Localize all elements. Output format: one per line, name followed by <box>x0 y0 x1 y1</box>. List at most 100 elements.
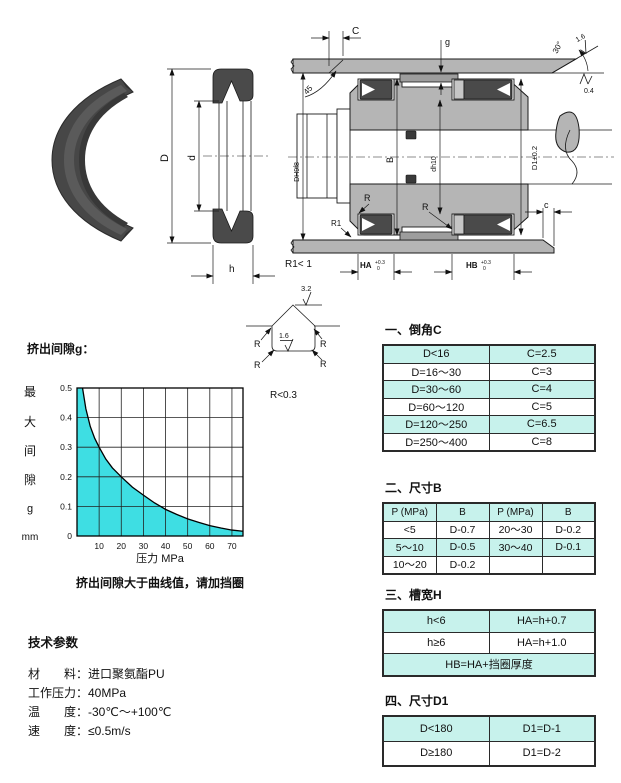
technical-parameters: 技术参数 材 料：进口聚氨酯PU 工作压力：40MPa 温 度：-30℃～+10… <box>28 632 171 741</box>
y-axis-char-1: 最 <box>24 385 36 399</box>
angle-45-label: 45 <box>302 83 315 96</box>
table-cell: D1=D-2 <box>488 740 596 767</box>
table-cell: 30～40 <box>488 538 543 557</box>
o-ring-lower <box>405 174 417 184</box>
radius-label-detail-4: R <box>320 359 327 369</box>
table-cell: D=250～400 <box>382 432 490 452</box>
table-cell: D1=D-1 <box>488 715 596 742</box>
table-cell: C=5 <box>488 397 596 416</box>
table-cell: 20～30 <box>488 520 543 539</box>
table-cell: C=6.5 <box>488 415 596 434</box>
y-tick-label: 0.3 <box>60 442 72 452</box>
table-cell: D-0.1 <box>541 538 596 557</box>
tech-param-speed: 速 度：≤0.5m/s <box>28 724 131 738</box>
table-cell <box>541 555 596 575</box>
table-header-cell: P (MPa) <box>382 502 437 522</box>
seal-3d-render <box>51 78 134 242</box>
chart-caption: 挤出间隙大于曲线值，请加挡圈 <box>76 576 245 590</box>
radius-label-detail-3: R <box>254 360 261 370</box>
dim-label-h: h <box>229 264 235 275</box>
x-tick-label: 40 <box>161 541 171 551</box>
roughness-3-2-label: 3.2 <box>301 284 311 293</box>
backup-ring-upper <box>453 79 465 100</box>
table-title-chamfer-c: 一、倒角C <box>385 323 442 337</box>
chart-axis-labels: 最 大 间 隙 g mm 压力 MPa <box>22 385 185 565</box>
table-cell: <5 <box>382 520 437 539</box>
dim-label-g: g <box>445 37 450 47</box>
table-cell: h≥6 <box>382 631 490 654</box>
roughness-1-6-detail-label: 1.6 <box>279 333 289 340</box>
table-header-cell: P (MPa) <box>488 502 543 522</box>
dim-label-HA: HA <box>360 261 372 270</box>
dim-label-HB: HB <box>466 261 478 270</box>
table-cell: D-0.2 <box>541 520 596 539</box>
piston-seal-lower-right <box>463 214 513 235</box>
x-tick-label: 20 <box>117 541 127 551</box>
table-cell: C=3 <box>488 362 596 381</box>
y-tick-label: 0.4 <box>60 413 72 423</box>
washer <box>336 108 351 204</box>
table-cell: C=2.5 <box>488 344 596 364</box>
radius-label-detail-1: R <box>254 339 261 349</box>
table-cell: D-0.5 <box>435 538 490 557</box>
table-cell: D=60～120 <box>382 397 490 416</box>
tech-param-material: 材 料：进口聚氨酯PU <box>28 667 165 681</box>
chart-curve <box>81 387 244 532</box>
x-tick-label: 70 <box>227 541 237 551</box>
x-tick-label: 10 <box>94 541 104 551</box>
o-ring-upper <box>405 130 417 140</box>
table-header-cell: B <box>435 502 490 522</box>
dim-label-D1: D1±0.2 <box>530 146 539 170</box>
table-cell: 10～20 <box>382 555 437 575</box>
y-axis-char-6: mm <box>22 532 39 543</box>
cylinder-wall-top <box>292 58 578 74</box>
table-cell: D<180 <box>382 715 490 742</box>
table-cell: HA=h+1.0 <box>488 631 596 654</box>
rod-break-section <box>555 111 580 153</box>
table-cell: C=4 <box>488 380 596 399</box>
table-header-cell: B <box>541 502 596 522</box>
radius-label-R1: R1 <box>331 219 342 228</box>
y-axis-char-2: 大 <box>24 415 36 429</box>
seal-3d-highlight <box>64 85 127 235</box>
seal-cross-section-drawing: D d h <box>159 68 275 284</box>
backup-ring-lower <box>453 214 465 235</box>
HB-tolerance-upper: +0.3 <box>481 260 491 266</box>
y-tick-label: 0.5 <box>60 383 72 393</box>
seal-profile-top <box>212 68 254 104</box>
x-axis-label: 压力 MPa <box>136 552 185 565</box>
dim-label-C: C <box>352 26 359 37</box>
tech-param-pressure: 工作压力：40MPa <box>28 686 127 700</box>
piston-seal-upper-left <box>359 79 393 100</box>
dim-label-bore-DH9f8: DH9f8 <box>294 162 301 182</box>
assembly-drawing: 30° 1.6 0.4 C 45 <box>285 26 614 280</box>
table-cell: D=30～60 <box>382 380 490 399</box>
table-title-dimension-d1: 四、尺寸D1 <box>385 694 449 708</box>
y-tick-label: 0.2 <box>60 472 72 482</box>
HB-tolerance-lower: 0 <box>483 266 486 272</box>
angle-30-label: 30° <box>551 40 565 55</box>
y-tick-label: 0.1 <box>60 501 72 511</box>
tech-params-title: 技术参数 <box>28 636 79 650</box>
HA-tolerance-upper: +0.3 <box>375 260 385 266</box>
table-cell: D=120～250 <box>382 415 490 434</box>
dim-label-D: D <box>159 154 171 162</box>
note-R-less-0-3: R<0.3 <box>270 390 297 401</box>
